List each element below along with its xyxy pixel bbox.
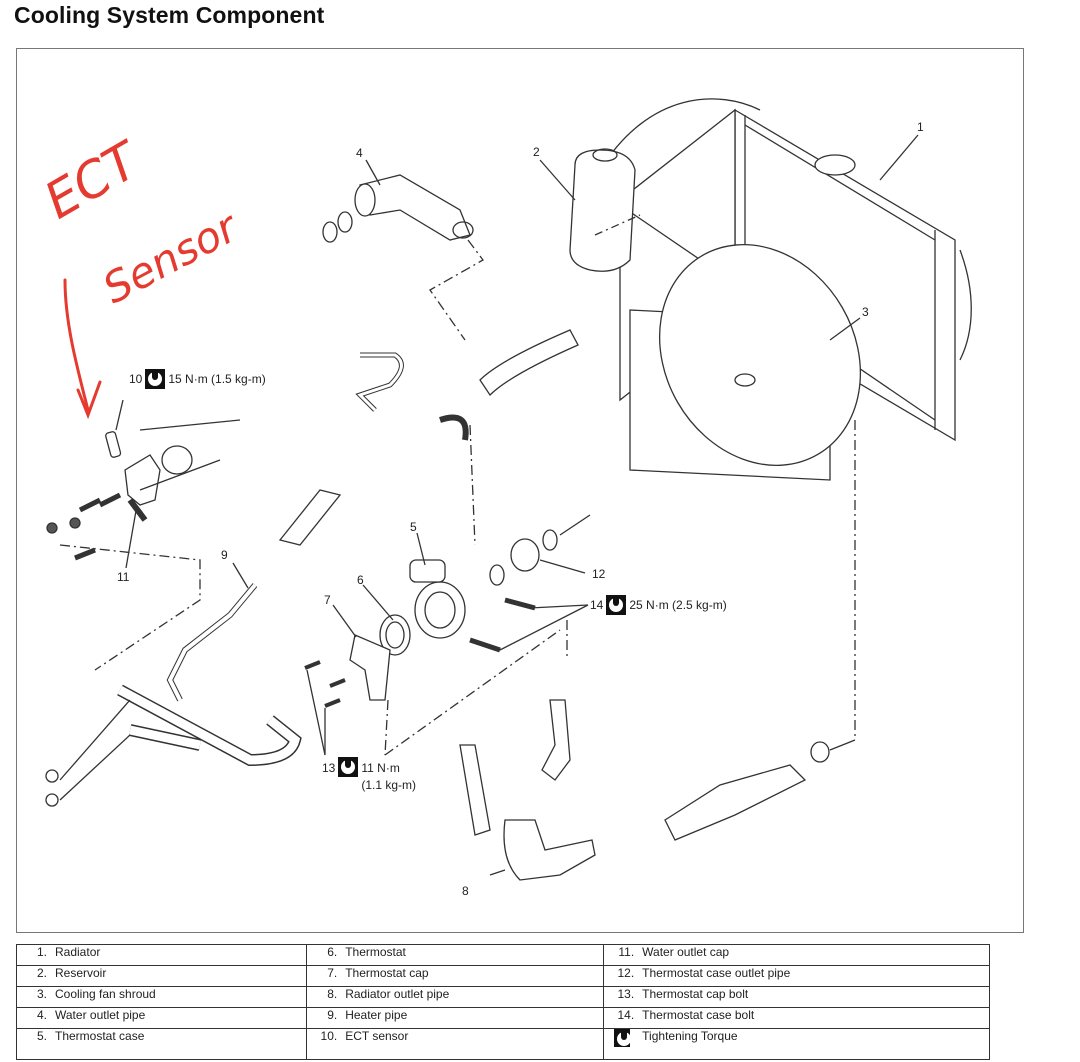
tightening-torque-icon [614, 1029, 632, 1047]
legend-cell: 13.Thermostat cap bolt [603, 986, 990, 1008]
table-row: 3.Cooling fan shroud 8.Radiator outlet p… [15, 986, 990, 1008]
tightening-torque-icon [145, 369, 166, 389]
torque-callout-13: 13 11 N·m (1.1 kg-m) [322, 757, 416, 792]
torque-value-13-kgm: (1.1 kg-m) [361, 778, 417, 792]
torque-value-13: 11 N·m [361, 761, 400, 775]
table-row: 5.Thermostat case 10.ECT sensor Tighteni… [15, 1028, 990, 1060]
legend-cell: 8.Radiator outlet pipe [306, 986, 605, 1008]
callout-6: 6 [357, 573, 364, 587]
legend-cell: 12.Thermostat case outlet pipe [603, 965, 990, 987]
water-outlet-pipe [322, 159, 484, 341]
callout-10: 10 [129, 372, 143, 386]
water-outlet-cap [46, 419, 241, 561]
thermostat [379, 614, 411, 656]
reservoir [569, 148, 641, 272]
legend-cell: 14.Thermostat case bolt [603, 1007, 990, 1029]
torque-callout-14: 14 25 N·m (2.5 kg-m) [590, 595, 727, 615]
callout-3: 3 [862, 305, 869, 319]
callout-9: 9 [221, 548, 228, 562]
legend-cell: 4.Water outlet pipe [15, 1007, 308, 1029]
callout-8: 8 [462, 884, 469, 898]
legend-cell: 1.Radiator [15, 944, 308, 966]
thermostat-case [409, 529, 558, 639]
annotation-arrow [63, 278, 102, 420]
tightening-torque-icon [338, 757, 359, 777]
table-row: 2.Reservoir 7.Thermostat cap 12.Thermost… [15, 965, 990, 987]
legend-cell: 7.Thermostat cap [306, 965, 605, 987]
table-row: 4.Water outlet pipe 9.Heater pipe 14.The… [15, 1007, 990, 1029]
radiator-outlet-pipe [459, 420, 856, 881]
callout-11: 11 [117, 570, 130, 584]
heater-pipe [45, 544, 302, 807]
legend-cell: 6.Thermostat [306, 944, 605, 966]
table-row: 1.Radiator 6.Thermostat 11.Water outlet … [15, 944, 990, 966]
torque-callout-10: 10 15 N·m (1.5 kg-m) [129, 369, 266, 389]
callout-12: 12 [592, 567, 606, 581]
legend-cell: 2.Reservoir [15, 965, 308, 987]
legend-cell: Tightening Torque [603, 1028, 990, 1060]
callout-5: 5 [410, 520, 417, 534]
legend-cell: 11.Water outlet cap [603, 944, 990, 966]
fan-shroud [629, 244, 862, 481]
callout-2: 2 [533, 145, 540, 159]
callout-14: 14 [590, 598, 604, 612]
torque-value-14: 25 N·m (2.5 kg-m) [629, 598, 727, 612]
callout-4: 4 [356, 146, 363, 160]
legend-cell: 3.Cooling fan shroud [15, 986, 308, 1008]
thermostat-cap [349, 634, 391, 701]
parts-legend-table: 1.Radiator 6.Thermostat 11.Water outlet … [15, 944, 990, 1060]
page-title: Cooling System Component [14, 2, 325, 28]
callout-7: 7 [324, 593, 331, 607]
legend-cell: 5.Thermostat case [15, 1028, 308, 1060]
callout-13: 13 [322, 761, 336, 775]
legend-cell: 10.ECT sensor [306, 1028, 605, 1060]
legend-cell: 9.Heater pipe [306, 1007, 605, 1029]
torque-value-10: 15 N·m (1.5 kg-m) [168, 372, 266, 386]
tightening-torque-icon [606, 595, 627, 615]
callout-1: 1 [917, 120, 924, 134]
